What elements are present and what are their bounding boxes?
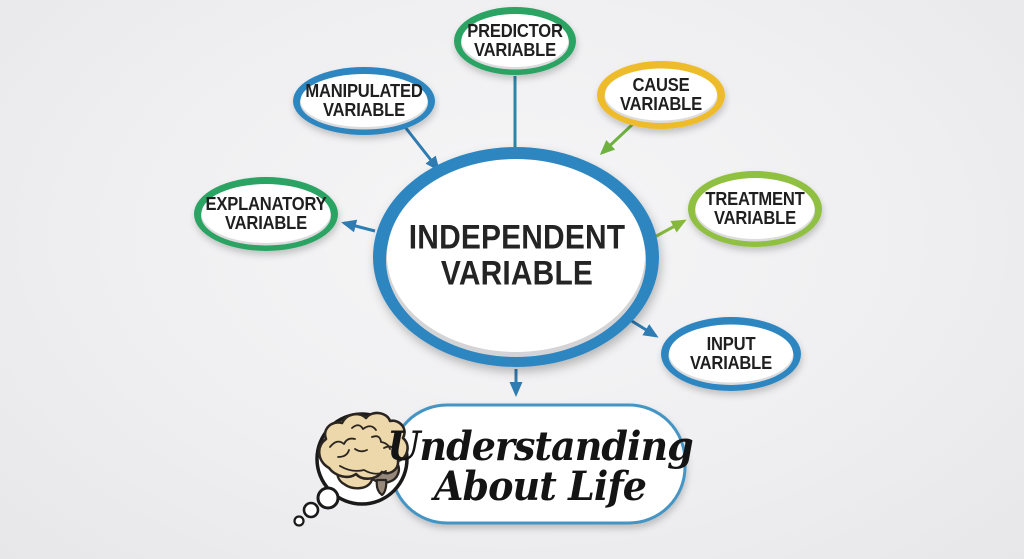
thought-trail-circle-1 <box>316 486 340 510</box>
brain-icon <box>317 411 409 497</box>
node-label-independent-variable: INDEPENDENT VARIABLE <box>408 218 626 293</box>
brain-thought-bubble-icon <box>293 411 409 527</box>
node-label-manipulated: MANIPULATED VARIABLE <box>305 80 423 120</box>
node-input-ellipse <box>661 317 801 391</box>
node-label-predictor: PREDICTOR VARIABLE <box>467 20 563 60</box>
node-explanatory-ellipse <box>194 177 338 251</box>
brand-text: Understanding About Life <box>387 423 694 510</box>
node-label-treatment: TREATMENT VARIABLE <box>705 188 805 228</box>
node-manipulated-ellipse <box>293 67 435 135</box>
node-predictor-ellipse <box>454 7 576 75</box>
node-label-explanatory: EXPLANATORY VARIABLE <box>205 193 327 233</box>
connector-cause-arrow <box>599 121 636 156</box>
node-independent-ellipse <box>373 147 659 367</box>
node-label-input: INPUT VARIABLE <box>690 333 772 373</box>
thought-trail-circle-2 <box>302 501 320 519</box>
connector-treatment-arrow <box>650 219 687 241</box>
node-cause-ellipse <box>597 61 725 129</box>
node-label-cause: CAUSE VARIABLE <box>620 74 702 114</box>
connector-manipulated-arrow <box>403 126 440 172</box>
node-treatment-ellipse <box>688 171 822 247</box>
connector-explanatory-arrow <box>341 219 376 233</box>
thought-trail-circle-3 <box>293 515 305 527</box>
